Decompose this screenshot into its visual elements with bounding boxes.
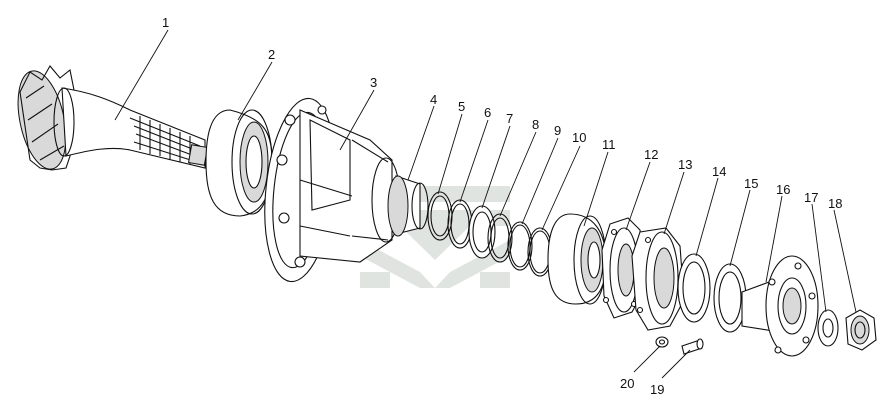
part-11-bearing <box>547 213 607 305</box>
part-20-small-washer <box>655 336 669 348</box>
callout-17: 17 <box>804 190 818 205</box>
callout-9: 9 <box>554 123 561 138</box>
callout-18: 18 <box>828 196 842 211</box>
callout-11: 11 <box>602 137 616 152</box>
part-16-companion-flange <box>741 255 819 357</box>
part-4-bush <box>387 175 429 237</box>
callout-5: 5 <box>458 99 465 114</box>
callout-1: 1 <box>162 15 169 30</box>
part-2-bearing <box>205 109 273 217</box>
callout-10: 10 <box>572 130 586 145</box>
part-14-seal-ring <box>677 253 711 323</box>
part-3-housing <box>264 97 401 283</box>
callout-16: 16 <box>776 182 790 197</box>
part-15-seal-ring <box>713 263 747 333</box>
callout-7: 7 <box>506 111 513 126</box>
leader-lines <box>114 29 857 379</box>
callout-14: 14 <box>712 164 726 179</box>
part-18-nut <box>845 309 877 351</box>
part-19-bolt <box>681 338 704 355</box>
callout-6: 6 <box>484 105 491 120</box>
part-12-cover <box>601 217 645 319</box>
callout-20: 20 <box>620 376 634 391</box>
callout-15: 15 <box>744 176 758 191</box>
callout-8: 8 <box>532 117 539 132</box>
part-1-pinion-shaft <box>17 65 209 171</box>
part-13-flange-cup <box>631 227 685 331</box>
callout-19: 19 <box>650 382 664 397</box>
callout-labels: 1 2 3 4 5 6 7 8 9 10 11 12 13 14 15 16 1… <box>162 15 842 397</box>
callout-4: 4 <box>430 92 437 107</box>
callout-2: 2 <box>268 47 275 62</box>
callout-13: 13 <box>678 157 692 172</box>
callout-3: 3 <box>370 75 377 90</box>
callout-12: 12 <box>644 147 658 162</box>
part-17-washer <box>817 309 839 347</box>
